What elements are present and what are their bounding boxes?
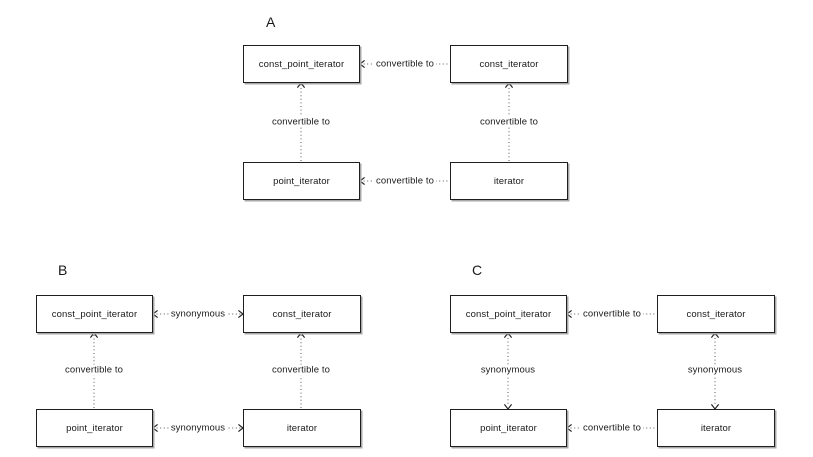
edge-label-a-edge-bottom-horizontal: convertible to (374, 175, 436, 187)
edge-label-a-edge-left-vertical: convertible to (270, 116, 332, 128)
node-a-const-point-iterator[interactable]: const_point_iterator (243, 45, 360, 83)
c-edge-left-vertical-arrowhead-a (503, 332, 513, 338)
node-label: const_point_iterator (465, 308, 552, 320)
a-edge-top-horizontal-arrowhead-a (359, 59, 365, 69)
node-label: const_iterator (479, 58, 539, 70)
node-b-iterator[interactable]: iterator (243, 409, 361, 447)
a-edge-left-vertical-arrowhead-a (296, 82, 306, 88)
c-edge-top-horizontal-arrowhead-a (566, 309, 572, 319)
a-edge-right-vertical-arrowhead-a (504, 82, 514, 88)
panel-label-a: A (266, 14, 276, 30)
node-b-point-iterator[interactable]: point_iterator (36, 409, 153, 447)
b-edge-left-vertical-arrowhead-a (89, 332, 99, 338)
node-label: iterator (493, 175, 525, 187)
node-c-const-point-iterator[interactable]: const_point_iterator (450, 295, 567, 333)
node-label: const_iterator (686, 308, 746, 320)
edge-label-c-edge-top-horizontal: convertible to (581, 308, 643, 320)
node-b-const-point-iterator[interactable]: const_point_iterator (36, 295, 153, 333)
c-edge-bottom-horizontal-arrowhead-a (566, 423, 572, 433)
edge-label-c-edge-left-vertical: synonymous (478, 364, 538, 376)
node-a-iterator[interactable]: iterator (450, 162, 568, 200)
node-label: const_point_iterator (258, 58, 345, 70)
c-edge-right-vertical-arrowhead-a (710, 332, 720, 338)
edge-label-a-edge-top-horizontal: convertible to (374, 58, 436, 70)
node-label: point_iterator (66, 422, 123, 434)
b-edge-right-vertical-arrowhead-a (296, 332, 306, 338)
edge-label-b-edge-top-horizontal: synonymous (168, 308, 228, 320)
b-edge-bottom-horizontal-arrowhead-a (152, 423, 158, 433)
edge-label-b-edge-left-vertical: convertible to (63, 364, 125, 376)
node-a-const-iterator[interactable]: const_iterator (450, 45, 568, 83)
node-label: point_iterator (480, 422, 537, 434)
panel-label-b: B (58, 262, 68, 278)
node-b-const-iterator[interactable]: const_iterator (243, 295, 361, 333)
node-a-point-iterator[interactable]: point_iterator (243, 162, 360, 200)
node-c-const-iterator[interactable]: const_iterator (657, 295, 775, 333)
edge-label-b-edge-bottom-horizontal: synonymous (168, 422, 228, 434)
edge-label-b-edge-right-vertical: convertible to (270, 364, 332, 376)
edge-label-c-edge-bottom-horizontal: convertible to (581, 422, 643, 434)
node-label: point_iterator (273, 175, 330, 187)
node-c-iterator[interactable]: iterator (657, 409, 775, 447)
panel-label-c: C (472, 262, 483, 278)
node-label: const_iterator (272, 308, 332, 320)
edge-label-a-edge-right-vertical: convertible to (478, 116, 540, 128)
b-edge-top-horizontal-arrowhead-a (152, 309, 158, 319)
node-label: iterator (286, 422, 318, 434)
edge-label-c-edge-right-vertical: synonymous (685, 364, 745, 376)
node-label: iterator (700, 422, 732, 434)
node-label: const_point_iterator (51, 308, 138, 320)
a-edge-bottom-horizontal-arrowhead-a (359, 176, 365, 186)
node-c-point-iterator[interactable]: point_iterator (450, 409, 567, 447)
